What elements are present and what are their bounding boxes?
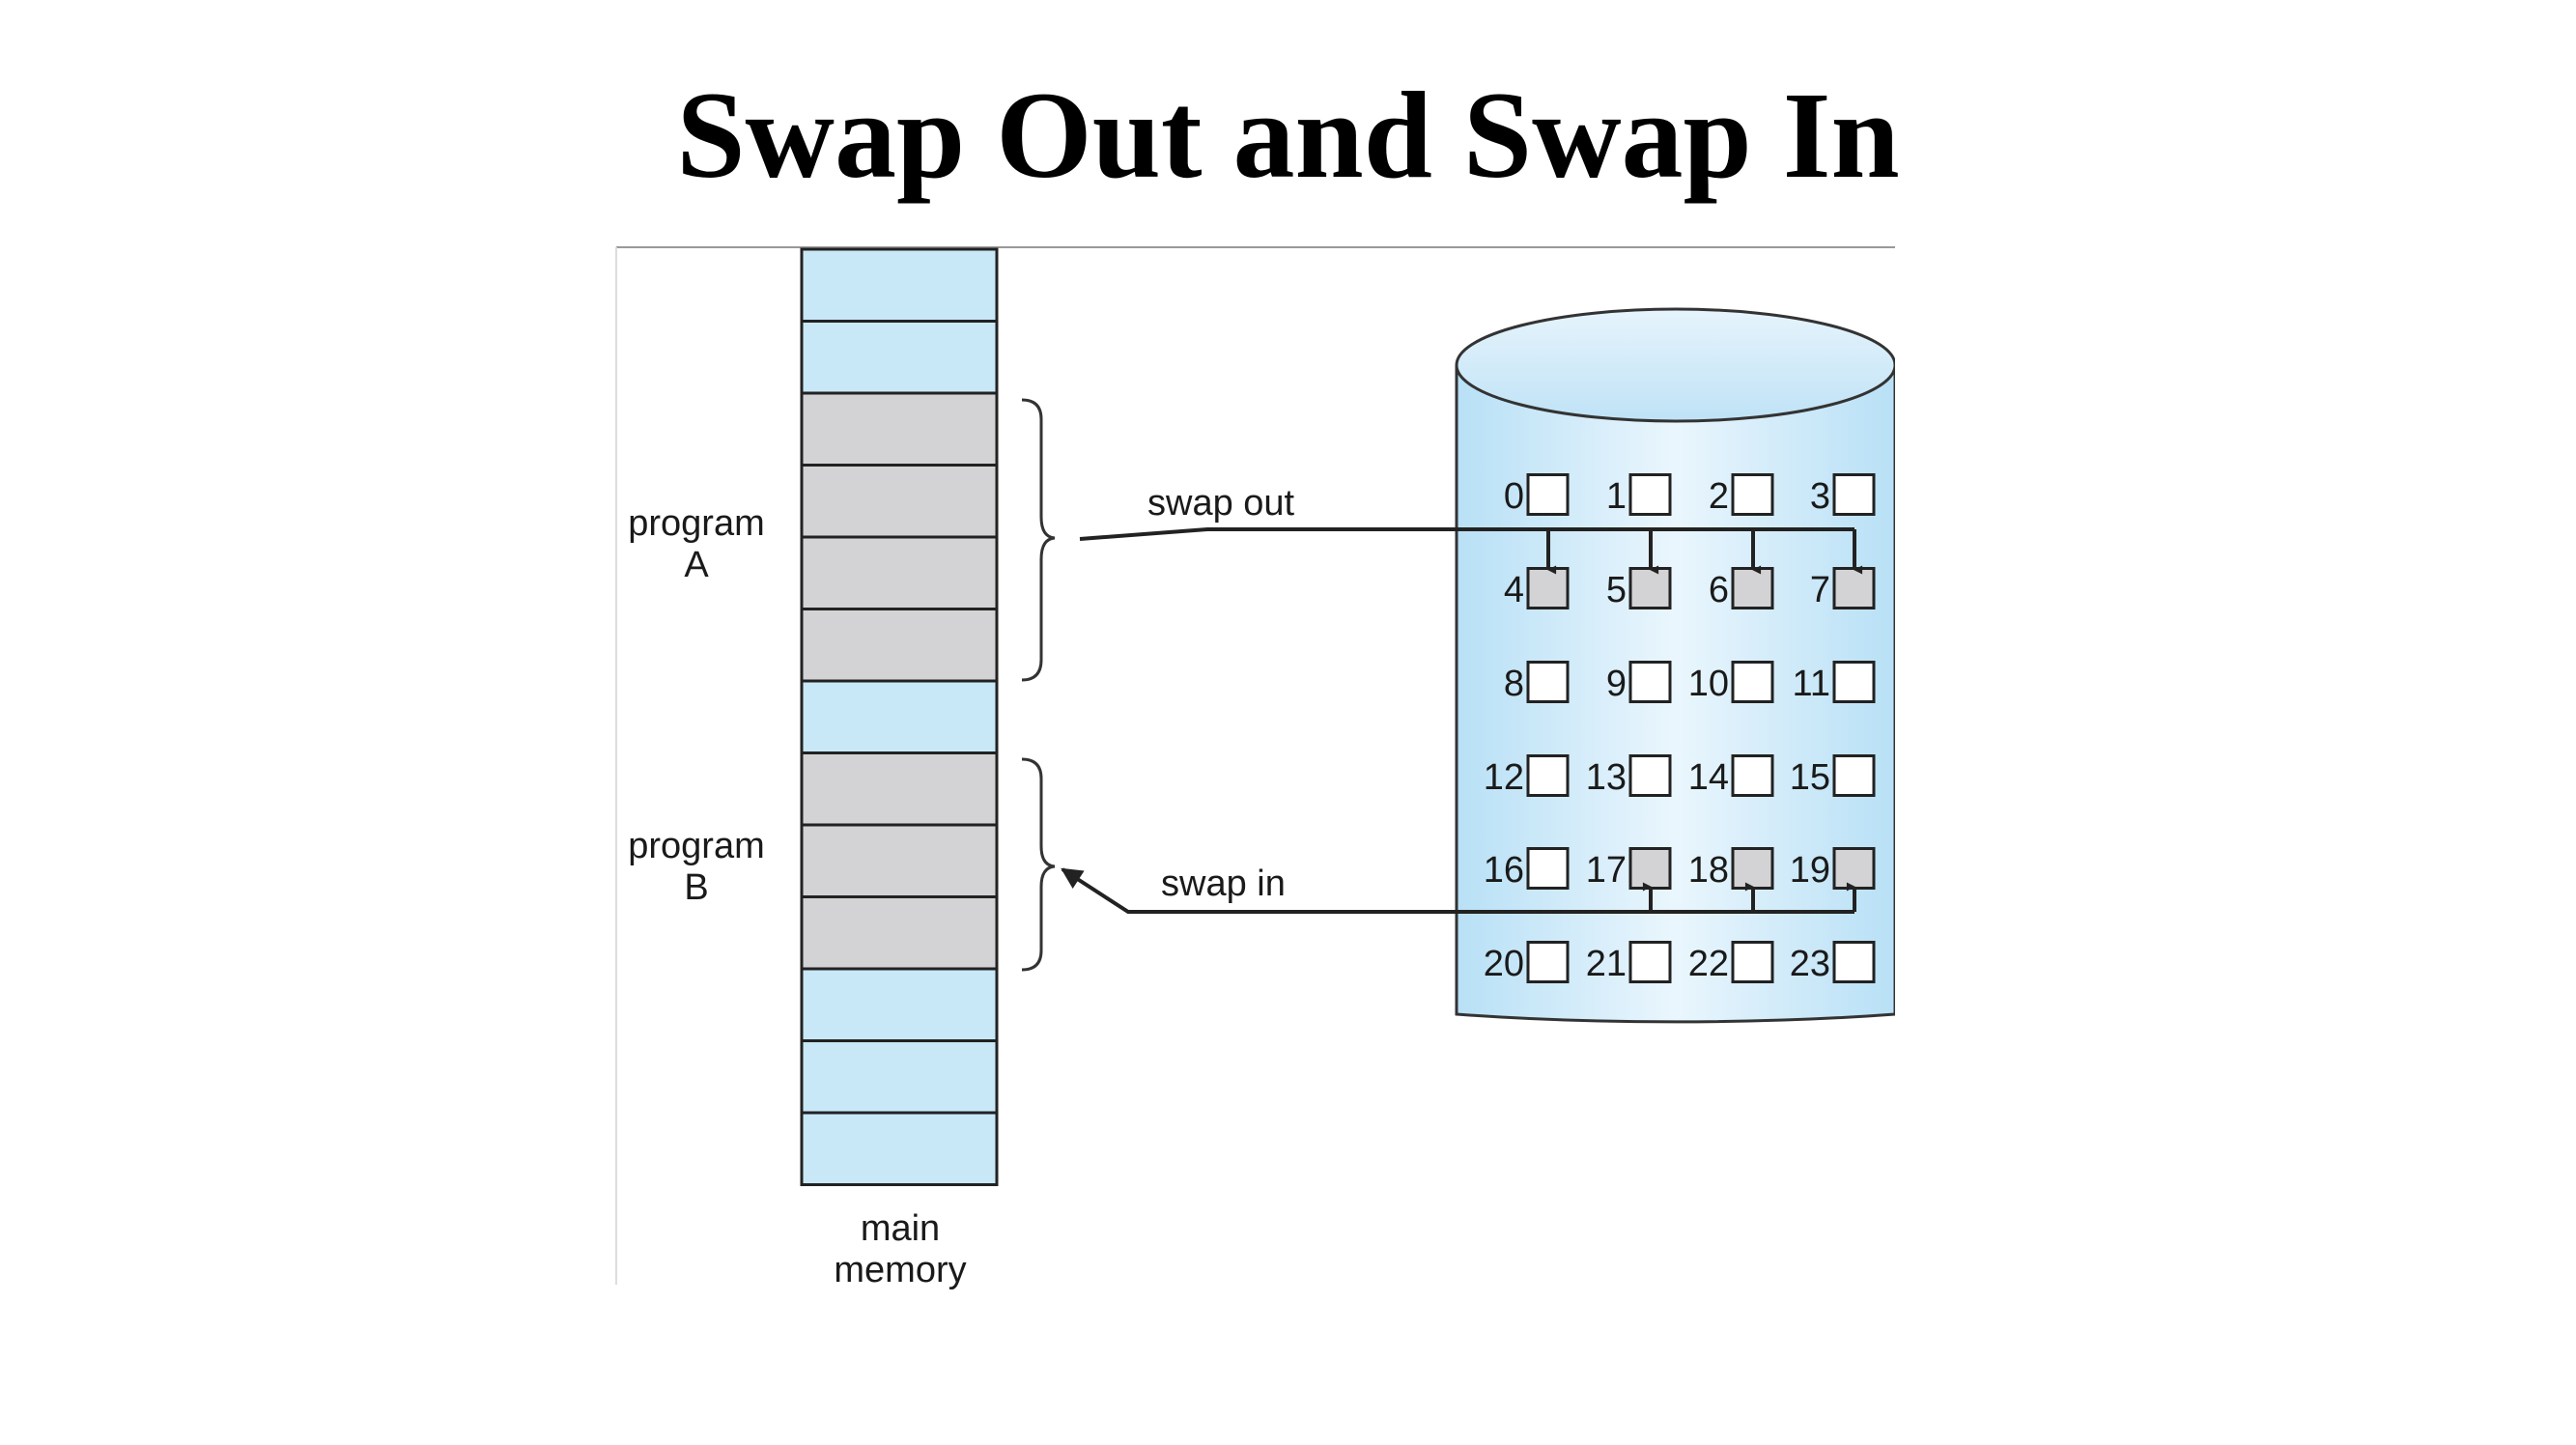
disk-block-number: 3: [1810, 476, 1830, 517]
program-b-brace: [1021, 757, 1056, 972]
disk-block-empty: [1526, 754, 1570, 797]
disk-block-empty: [1526, 473, 1570, 516]
program-b-label-line1: program: [628, 826, 765, 866]
disk-block-empty: [1526, 847, 1570, 890]
disk-block-filled: [1731, 567, 1774, 609]
disk-block-number: 10: [1688, 664, 1729, 704]
memory-block-program: [800, 895, 999, 971]
disk-top: [1455, 307, 1897, 423]
disk-block-number: 4: [1504, 570, 1524, 610]
main-memory-column: [800, 247, 999, 1186]
memory-block-free: [800, 247, 999, 323]
disk-block-number: 0: [1504, 476, 1524, 517]
disk-block-number: 12: [1484, 757, 1524, 798]
swap-out-label: swap out: [1147, 483, 1295, 524]
disk-block-number: 8: [1504, 664, 1524, 704]
disk-block-empty: [1832, 754, 1876, 797]
disk-block-number: 1: [1606, 476, 1627, 517]
memory-block-program: [800, 751, 999, 827]
disk-block-number: 7: [1810, 570, 1830, 610]
disk-block-filled: [1526, 567, 1570, 609]
memory-block-program: [800, 823, 999, 898]
disk-block-number: 23: [1790, 944, 1830, 984]
disk-block-number: 11: [1793, 664, 1830, 704]
swap-in-label: swap in: [1161, 864, 1286, 904]
disk-block-filled: [1628, 567, 1672, 609]
memory-block-free: [800, 1039, 999, 1115]
disk-block-number: 13: [1586, 757, 1627, 798]
program-a-brace: [1021, 398, 1056, 682]
memory-block-program: [800, 535, 999, 610]
disk-block-empty: [1832, 941, 1876, 983]
memory-block-program: [800, 464, 999, 539]
figure-right-mask: [1895, 290, 1972, 1082]
program-a-label-line1: program: [628, 503, 765, 544]
swap-out-arrow: [1079, 527, 1863, 575]
memory-block-program: [800, 391, 999, 467]
swap-in-arrow: [1061, 867, 1856, 914]
disk-block-empty: [1731, 941, 1774, 983]
disk-block-number: 20: [1484, 944, 1524, 984]
disk-block-number: 16: [1484, 850, 1524, 891]
main-memory-label-line2: memory: [834, 1250, 966, 1290]
disk-block-number: 9: [1606, 664, 1627, 704]
memory-block-program: [800, 608, 999, 683]
disk-block-number: 2: [1709, 476, 1729, 517]
disk-block-empty: [1526, 661, 1570, 703]
disk-block-filled: [1832, 847, 1876, 890]
disk-block-empty: [1731, 661, 1774, 703]
disk-block-empty: [1731, 754, 1774, 797]
disk-block-number: 17: [1586, 850, 1627, 891]
disk-block-empty: [1628, 754, 1672, 797]
disk-block-number: 6: [1709, 570, 1729, 610]
disk-block-empty: [1628, 473, 1672, 516]
memory-block-free: [800, 967, 999, 1042]
main-memory-label-line1: main: [861, 1208, 940, 1249]
disk-block-empty: [1832, 661, 1876, 703]
disk-block-empty: [1832, 473, 1876, 516]
disk-block-filled: [1628, 847, 1672, 890]
memory-block-free: [800, 679, 999, 754]
disk-block-number: 15: [1790, 757, 1830, 798]
program-a-label-line2: A: [684, 545, 709, 585]
slide-title: Swap Out and Swap In: [676, 67, 1900, 204]
disk-block-empty: [1628, 661, 1672, 703]
disk-block-filled: [1832, 567, 1876, 609]
memory-block-free: [800, 1111, 999, 1186]
disk-block-number: 22: [1688, 944, 1729, 984]
disk-block-empty: [1731, 473, 1774, 516]
disk-block-number: 5: [1606, 570, 1627, 610]
disk-block-number: 19: [1790, 850, 1830, 891]
disk-block-empty: [1628, 941, 1672, 983]
disk-block-number: 18: [1688, 850, 1729, 891]
disk-block-number: 14: [1688, 757, 1729, 798]
disk-block-number: 21: [1586, 944, 1627, 984]
disk-block-empty: [1526, 941, 1570, 983]
program-b-label-line2: B: [684, 867, 708, 908]
disk-block-filled: [1731, 847, 1774, 890]
memory-block-free: [800, 320, 999, 395]
